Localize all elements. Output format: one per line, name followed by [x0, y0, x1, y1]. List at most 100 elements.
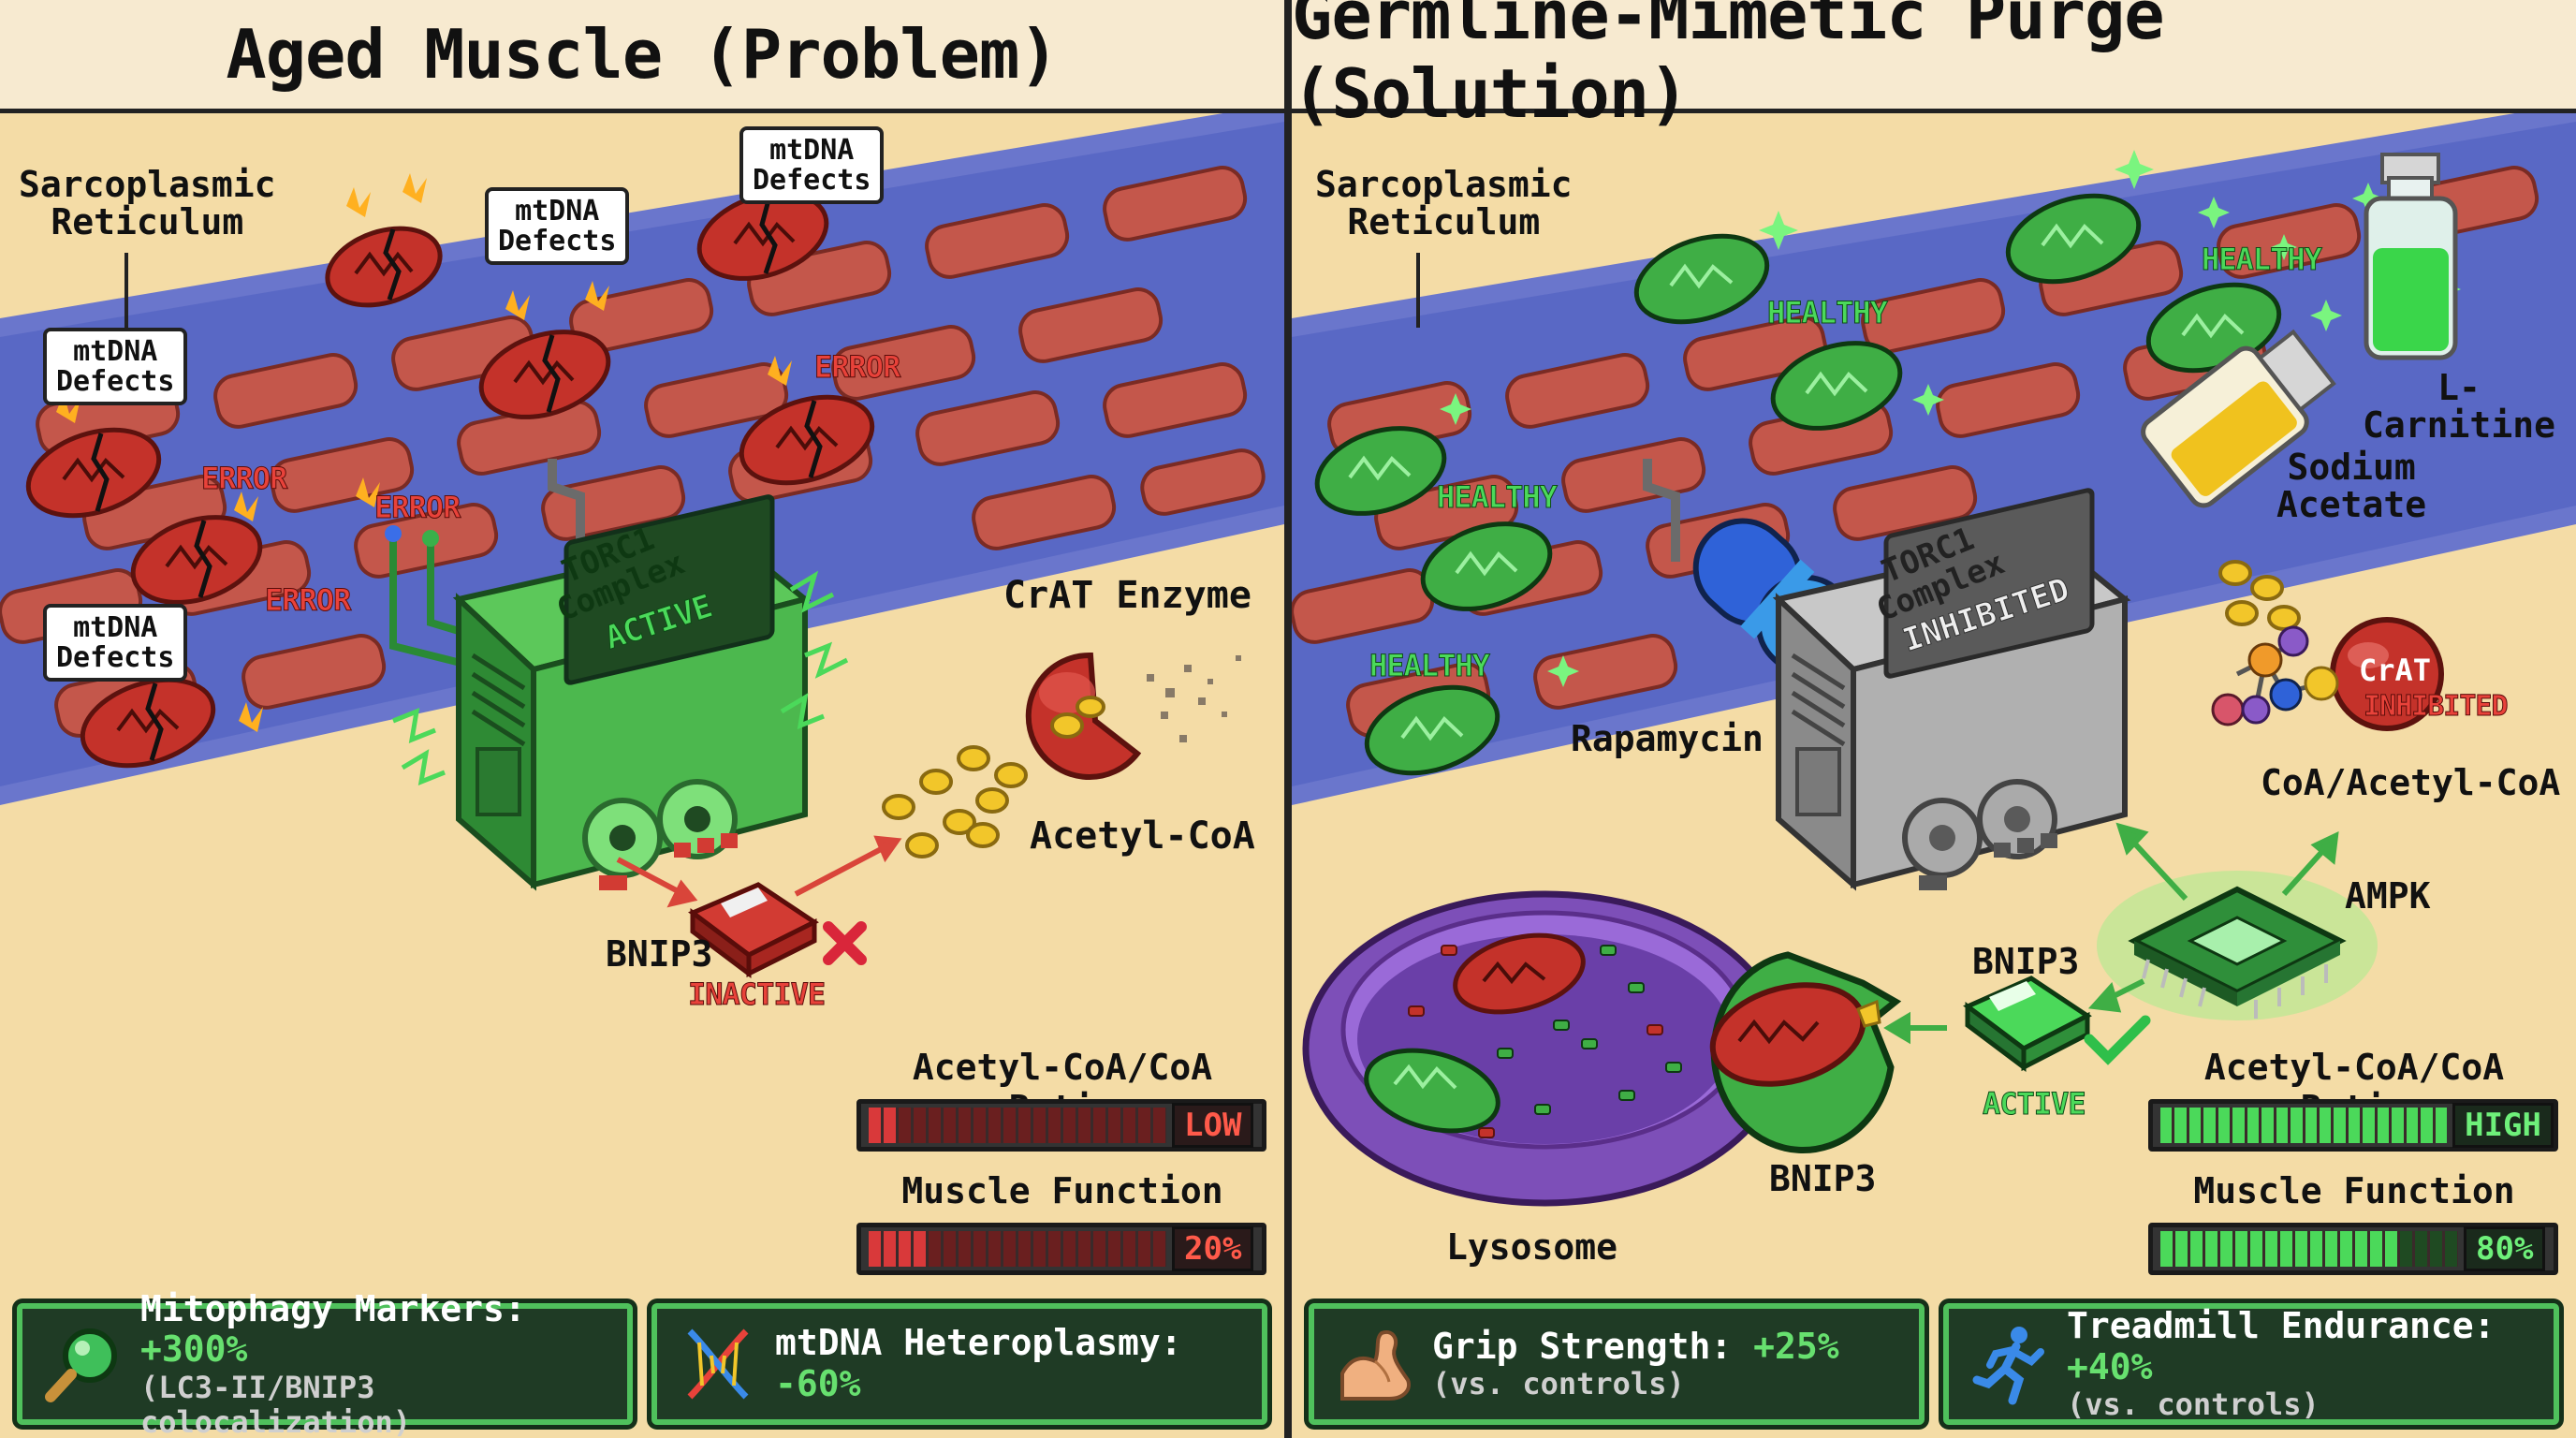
meter-cell-lit [2334, 1108, 2346, 1143]
healthy-tag: HEALTHY [2202, 242, 2323, 278]
meter-cell-lit [2160, 1231, 2173, 1267]
right-scene [1292, 103, 2576, 1207]
mitophagy-markers-card: Mitophagy Markers: +300% (LC3-II/BNIP3 c… [17, 1288, 633, 1438]
card-subtext: (vs. controls) [2067, 1387, 2320, 1423]
meter-cell-lit [2385, 1231, 2397, 1267]
meter-cell-dim [988, 1108, 1001, 1143]
meter-cell-lit [2276, 1108, 2289, 1143]
meter-cell-dim [2430, 1231, 2442, 1267]
meter-cell-lit [2175, 1231, 2188, 1267]
check-mark-icon [2084, 1015, 2151, 1065]
card-label: Mitophagy Markers: [140, 1287, 526, 1329]
crat-inhibited-molecule [2211, 617, 2444, 731]
healthy-tag: HEALTHY [1767, 295, 1889, 331]
ampk-chip-icon [2097, 871, 2378, 1020]
rapamycin-label: Rapamycin [1571, 718, 1764, 759]
card-label: mtDNA Heteroplasmy: [775, 1322, 1182, 1364]
sr-label: Sarcoplasmic Reticulum [1315, 164, 1573, 242]
muscle-fiber-band [0, 103, 1284, 805]
meter-cell-dim [959, 1108, 971, 1143]
error-tag: ERROR [264, 582, 351, 619]
meter-cell-lit [2392, 1108, 2404, 1143]
treadmill-endurance-card: Treadmill Endurance: +40% (vs. controls) [1943, 1303, 2559, 1425]
meter-cell-lit [2235, 1231, 2247, 1267]
meter-cell-lit [2421, 1108, 2433, 1143]
meter-cell-dim [988, 1231, 1001, 1267]
lysosome-label: Lysosome [1446, 1226, 1618, 1268]
meter-cell-dim [959, 1231, 971, 1267]
card-label: Treadmill Endurance: [2067, 1304, 2496, 1346]
meter-cell-lit [2363, 1108, 2375, 1143]
acetyl-coa-pellets [882, 745, 1028, 858]
lysosome [1302, 890, 1787, 1207]
card-value: +25% [1753, 1325, 1839, 1367]
flexed-arm-icon [1340, 1330, 1411, 1401]
meter-cell-lit [2435, 1108, 2448, 1143]
meter-cell-dim [1108, 1108, 1120, 1143]
meter-cell-lit [899, 1231, 911, 1267]
sr-label: Sarcoplasmic Reticulum [19, 164, 276, 242]
meter-cell-dim [2445, 1231, 2457, 1267]
meter-cell-dim [1093, 1231, 1105, 1267]
crat-status-inhibited: INHIBITED [2364, 690, 2510, 724]
meter-cell-dim [1018, 1231, 1031, 1267]
meter-cell-dim [1138, 1231, 1150, 1267]
meter-cell-lit [2280, 1231, 2292, 1267]
function-meter-value: 20% [1172, 1226, 1254, 1271]
ratio-meter: LOW [856, 1099, 1266, 1152]
meter-cell-lit [2220, 1231, 2232, 1267]
torc1-machine-active [452, 494, 812, 891]
crat-label: CrAT [2359, 653, 2432, 688]
bnip3-status-inactive: INACTIVE [687, 976, 826, 1013]
healthy-tag: HEALTHY [1369, 648, 1491, 684]
meter-cell-dim [1033, 1231, 1046, 1267]
card-subtext: (vs. controls) [1432, 1366, 1685, 1402]
bnip3-engulf-label: BNIP3 [1769, 1158, 1877, 1199]
coa-acetyl-coa-label: CoA/Acetyl-CoA [2261, 762, 2561, 803]
mtdna-callout-2: mtDNA Defects [739, 126, 885, 204]
dna-icon [687, 1328, 749, 1400]
meter-cell-dim [929, 1108, 941, 1143]
function-meter-value: 80% [2464, 1226, 2546, 1271]
meter-cell-lit [2261, 1108, 2274, 1143]
meter-cell-dim [2415, 1231, 2427, 1267]
meter-cell-lit [2319, 1108, 2332, 1143]
meter-cell-dim [1033, 1108, 1046, 1143]
left-scene [0, 103, 1284, 978]
sodium-acetate-label: Sodium Acetate [2276, 447, 2427, 525]
mtdna-heteroplasmy-card: mtDNA Heteroplasmy: -60% [651, 1303, 1267, 1425]
meter-cell-lit [869, 1231, 881, 1267]
ampk-label: AMPK [2345, 875, 2431, 917]
meter-cell-lit [2190, 1231, 2203, 1267]
meter-cell-lit [2160, 1108, 2173, 1143]
card-label: Grip Strength: [1432, 1325, 1754, 1367]
magnifier-icon [45, 1328, 117, 1402]
meter-cell-dim [1153, 1231, 1165, 1267]
function-meter-title: Muscle Function [2193, 1170, 2515, 1211]
meter-cell-dim [1153, 1108, 1165, 1143]
card-subtext: (LC3-II/BNIP3 colocalization) [140, 1369, 411, 1438]
meter-cell-dim [1003, 1108, 1016, 1143]
meter-cell-dim [899, 1108, 911, 1143]
l-carnitine-bottle [2364, 153, 2458, 360]
meter-cell-dim [1123, 1108, 1135, 1143]
x-mark-icon [823, 921, 867, 965]
meter-cell-dim [1078, 1231, 1090, 1267]
meter-cell-dim [944, 1231, 956, 1267]
meter-cell-lit [2217, 1108, 2231, 1143]
damaged-mitochondria [25, 191, 875, 769]
left-panel-title: Aged Muscle (Problem) [0, 0, 1284, 113]
bnip3-engulfing-complex [1709, 951, 1902, 1153]
mtdna-callout-1: mtDNA Defects [485, 187, 630, 265]
meter-cell-lit [2174, 1108, 2187, 1143]
meter-cell-dim [914, 1108, 926, 1143]
meter-cell-dim [1108, 1231, 1120, 1267]
ratio-meter-value: HIGH [2452, 1103, 2554, 1148]
meter-cell-dim [1123, 1231, 1135, 1267]
meter-cell-lit [2305, 1108, 2317, 1143]
meter-cell-dim [929, 1231, 941, 1267]
torc1-machine-inhibited [1772, 488, 2131, 891]
function-meter: 20% [856, 1223, 1266, 1275]
ratio-meter-value: LOW [1172, 1103, 1254, 1148]
